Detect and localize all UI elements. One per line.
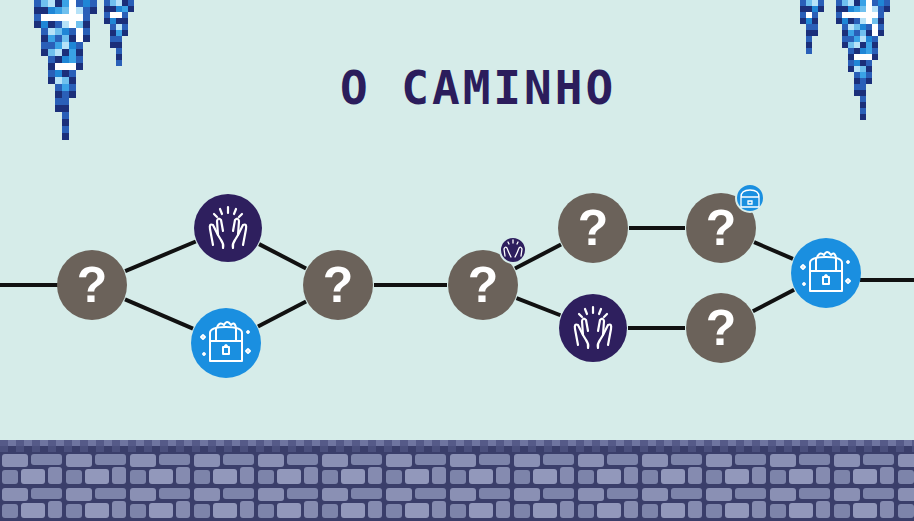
mystery-node: ? bbox=[685, 292, 757, 364]
node-circle bbox=[790, 237, 862, 309]
path-connector bbox=[628, 328, 685, 329]
chest-icon bbox=[201, 322, 250, 361]
page-title: O CAMINHO bbox=[340, 61, 616, 115]
path-connector bbox=[629, 228, 685, 229]
mystery-node: ? bbox=[447, 249, 519, 321]
path-connector bbox=[754, 242, 793, 259]
path-connector bbox=[515, 245, 561, 269]
hands-icon bbox=[210, 207, 246, 248]
node-circle bbox=[558, 293, 628, 363]
node-text: ? bbox=[706, 303, 737, 353]
mystery-node: ? bbox=[302, 249, 374, 321]
node-circle bbox=[190, 307, 262, 379]
path-connector bbox=[374, 285, 447, 286]
treasure-node bbox=[190, 307, 262, 379]
mystery-node: ? bbox=[557, 192, 629, 264]
node-text: ? bbox=[323, 260, 354, 310]
blessing-node bbox=[193, 193, 263, 263]
path-connector bbox=[125, 242, 196, 272]
mystery-node: ? bbox=[56, 249, 128, 321]
path-connector bbox=[125, 299, 193, 328]
hands-badge bbox=[500, 237, 526, 263]
chest-badge bbox=[736, 184, 764, 212]
node-text: ? bbox=[77, 260, 108, 310]
stone-floor bbox=[0, 440, 914, 521]
path-start-line bbox=[0, 283, 60, 287]
treasure-node bbox=[790, 237, 862, 309]
path-end-line bbox=[860, 278, 914, 282]
node-circle bbox=[193, 193, 263, 263]
chest-icon bbox=[801, 252, 850, 291]
mystery-node: ? bbox=[685, 192, 757, 264]
icicles bbox=[34, 0, 890, 140]
path-connector bbox=[517, 298, 561, 315]
node-text: ? bbox=[578, 203, 609, 253]
path-connector bbox=[259, 244, 306, 268]
path-connector bbox=[258, 302, 306, 327]
blessing-node bbox=[558, 293, 628, 363]
node-text: ? bbox=[468, 260, 499, 310]
node-text: ? bbox=[706, 203, 737, 253]
path-connector bbox=[753, 290, 794, 312]
floor-edge bbox=[0, 440, 914, 452]
hands-icon bbox=[575, 307, 611, 348]
